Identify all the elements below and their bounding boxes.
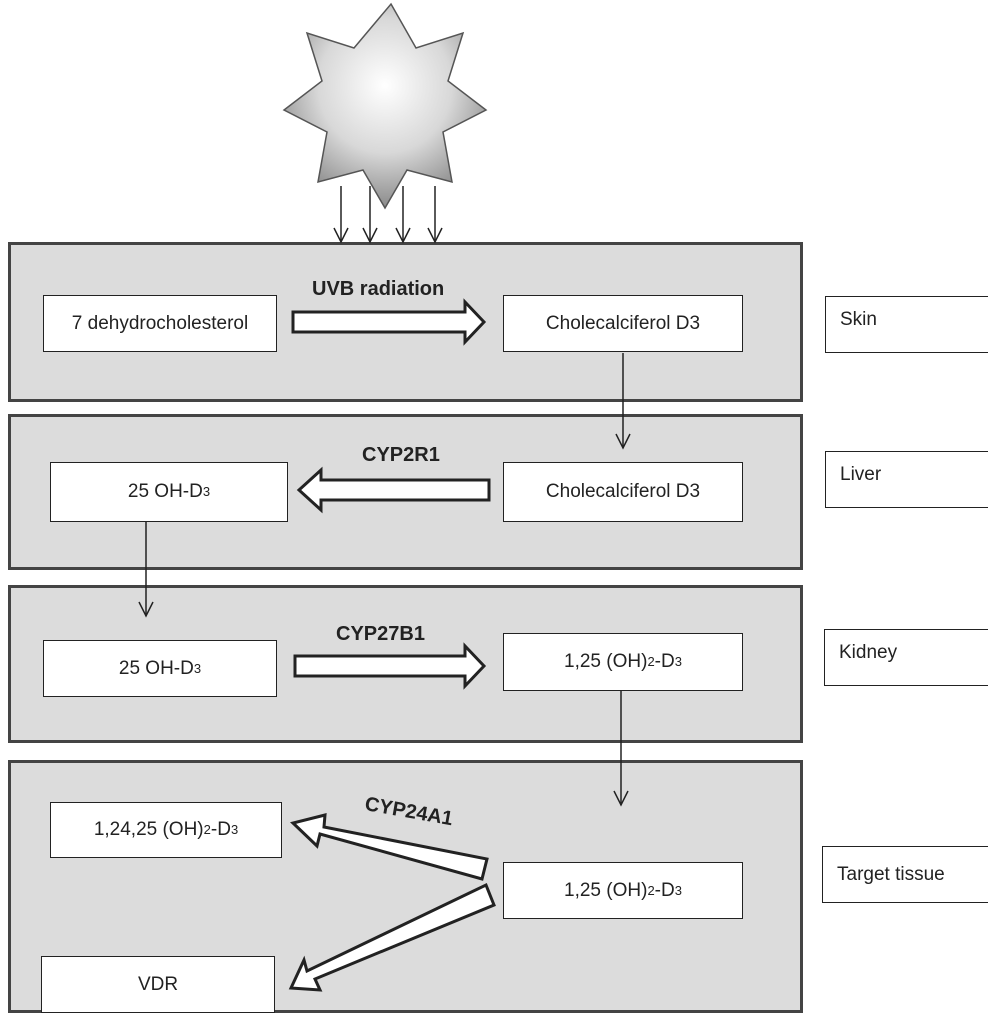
uvb-radiation-label: UVB radiation — [312, 278, 445, 300]
skin-label: Skin — [825, 296, 988, 353]
cholecalciferol-skin-box: Cholecalciferol D3 — [503, 295, 743, 352]
cyp2r1-label: CYP2R1 — [362, 444, 440, 466]
cyp27b1-label: CYP27B1 — [336, 623, 425, 645]
dehydrocholesterol-box: 7 dehydrocholesterol — [43, 295, 277, 352]
calcitroic-pre: 1,24,25 (OH) — [93, 819, 204, 840]
calcitriol-kidney-mid: -D — [654, 651, 675, 672]
calcitriol-target-mid: -D — [654, 879, 675, 901]
sunlight-rays — [333, 186, 443, 244]
calcitroic-mid: -D — [210, 819, 231, 840]
liver-label: Liver — [825, 451, 988, 508]
calcitriol-target-pre: 1,25 (OH) — [564, 879, 648, 901]
vdr-box: VDR — [41, 956, 275, 1013]
cholecalciferol-liver-box: Cholecalciferol D3 — [503, 462, 743, 522]
25-oh-d3-kidney-text: 25 OH-D — [118, 657, 194, 679]
sun-label-line1: Sun — [371, 53, 409, 76]
sun-label-line2: light — [370, 92, 410, 115]
kidney-label: Kidney — [824, 629, 988, 686]
target-tissue-label: Target tissue — [822, 846, 988, 903]
calcitriol-kidney-pre: 1,25 (OH) — [564, 651, 648, 672]
25-oh-d3-liver-text: 25 OH-D — [127, 481, 203, 502]
